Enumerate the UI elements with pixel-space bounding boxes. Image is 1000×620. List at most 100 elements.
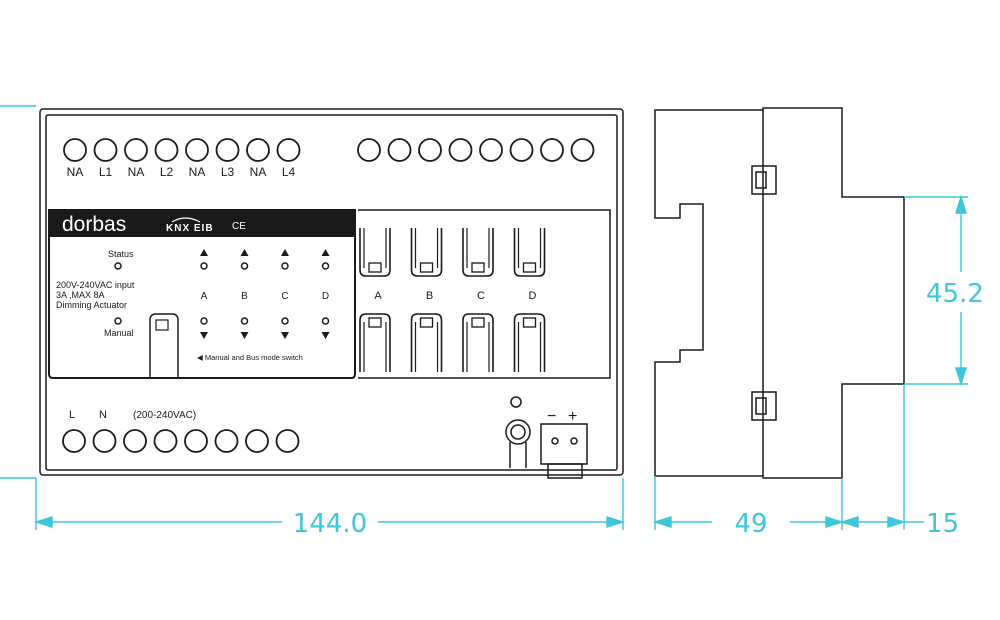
- dim-height-label: 45.2: [926, 279, 984, 309]
- width-arrow-left: [33, 516, 53, 528]
- terminal-screw: [509, 138, 534, 162]
- depth-arrow-right: [825, 516, 845, 528]
- down-arrow-icon: [240, 332, 249, 339]
- terminal-label: L2: [160, 165, 174, 179]
- lever-channel-label: C: [477, 290, 485, 302]
- bottom-label-n: N: [99, 409, 107, 421]
- width-arrow-right: [606, 516, 626, 528]
- rail-arrow-right: [887, 516, 907, 528]
- relay-levers: [359, 228, 546, 372]
- terminal-screw: [357, 138, 381, 162]
- channel-led: [240, 317, 249, 325]
- terminal-label: L3: [221, 165, 235, 179]
- dim-width-label: 144.0: [293, 509, 367, 539]
- bottom-label-l: L: [69, 409, 75, 421]
- rail-arrow-left: [839, 516, 859, 528]
- status-label: Status: [108, 249, 134, 259]
- down-arrow-icon: [321, 332, 330, 339]
- terminal-screw: [448, 138, 473, 162]
- brand-bar: [49, 210, 355, 237]
- side-clip-upper-inner: [755, 171, 767, 189]
- up-arrow-icon: [321, 249, 330, 256]
- prog-button-inner: [510, 424, 526, 440]
- terminal-screw: [245, 429, 269, 453]
- up-arrow-icon: [200, 249, 208, 256]
- bus-connector: [505, 396, 588, 479]
- down-arrow-icon: [281, 332, 289, 339]
- terminal-screw: [184, 429, 208, 453]
- top-terminals-left: [63, 138, 301, 162]
- spec-line-3: Dimming Actuator: [56, 300, 127, 310]
- terminal-screw: [275, 429, 300, 453]
- mode-switch: [149, 313, 179, 378]
- bus-plug-hole-1: [551, 437, 559, 445]
- channel-led: [200, 317, 208, 325]
- terminal-screw: [92, 429, 117, 453]
- relay-lever-knob: [471, 262, 485, 273]
- lever-channel-label: D: [529, 290, 537, 302]
- terminal-label: NA: [128, 165, 145, 179]
- terminal-screw: [570, 138, 595, 162]
- spec-line-1: 200V-240VAC input: [56, 280, 135, 290]
- relay-lever-knob: [368, 262, 382, 273]
- switch-note-arrow-icon: ◀: [197, 353, 205, 362]
- relay-lever-upper: [359, 228, 391, 277]
- mode-switch-knob: [155, 319, 169, 331]
- channel-led: [240, 262, 249, 270]
- dimension-lines: [0, 105, 968, 530]
- relay-lever-lower: [462, 313, 494, 372]
- depth-arrow-left: [652, 516, 672, 528]
- relay-lever-lower-rails: [466, 322, 490, 372]
- terminal-screw: [540, 138, 564, 162]
- terminal-screw: [124, 138, 148, 162]
- bus-plug-hole-2: [570, 437, 578, 445]
- bus-logo: KNX EIB: [166, 223, 214, 234]
- relay-lever-lower-rails: [363, 322, 387, 372]
- terminal-label: L4: [282, 165, 296, 179]
- relay-lever-knob: [419, 262, 434, 273]
- terminal-screw: [276, 138, 301, 162]
- channel-label: C: [281, 291, 288, 302]
- lever-channel-label: A: [374, 290, 382, 302]
- channel-led: [281, 317, 289, 325]
- relay-lever-upper-rails: [517, 228, 542, 268]
- relay-lever-lower-rails: [414, 322, 439, 372]
- switch-note-text: Manual and Bus mode switch: [205, 353, 303, 362]
- status-led: [114, 262, 122, 270]
- channel-led: [321, 262, 330, 270]
- relay-lever-knob: [522, 317, 537, 328]
- side-clip-upper: [751, 165, 777, 195]
- bottom-terminals: [62, 429, 300, 453]
- brand-name: dorbas: [62, 213, 126, 236]
- housing-outer: [39, 108, 624, 476]
- relay-lever-lower: [513, 313, 546, 372]
- prog-button: [505, 419, 531, 445]
- channel-led: [321, 317, 330, 325]
- relay-lever-upper: [462, 228, 494, 277]
- bus-plus: +: [568, 408, 577, 425]
- terminal-screw: [214, 429, 239, 453]
- terminal-screw: [387, 138, 412, 162]
- bus-logo-arc: [171, 217, 201, 223]
- h-arrow-top: [955, 194, 967, 214]
- relay-lever-lower-rails: [517, 322, 542, 372]
- label-panel: dorbas KNX EIB CE Status 200V-240VAC inp…: [48, 209, 356, 379]
- terminal-label: NA: [67, 165, 84, 179]
- channel-led: [200, 262, 208, 270]
- terminal-screw: [153, 429, 178, 453]
- relay-lever-lower: [410, 313, 443, 372]
- spec-line-2: 3A ,MAX 8A: [56, 290, 105, 300]
- ce-mark: CE: [232, 221, 246, 232]
- bus-plug: [540, 423, 588, 465]
- relay-lever-upper-rails: [363, 228, 387, 268]
- bus-plug-base: [547, 463, 583, 479]
- terminal-screw: [479, 138, 503, 162]
- up-arrow-icon: [281, 249, 289, 256]
- relay-lever-knob: [368, 317, 382, 328]
- prog-led: [510, 396, 522, 408]
- label-panel-outline: [48, 209, 356, 379]
- dim-rail-label: 15: [926, 509, 959, 539]
- terminal-label: NA: [189, 165, 206, 179]
